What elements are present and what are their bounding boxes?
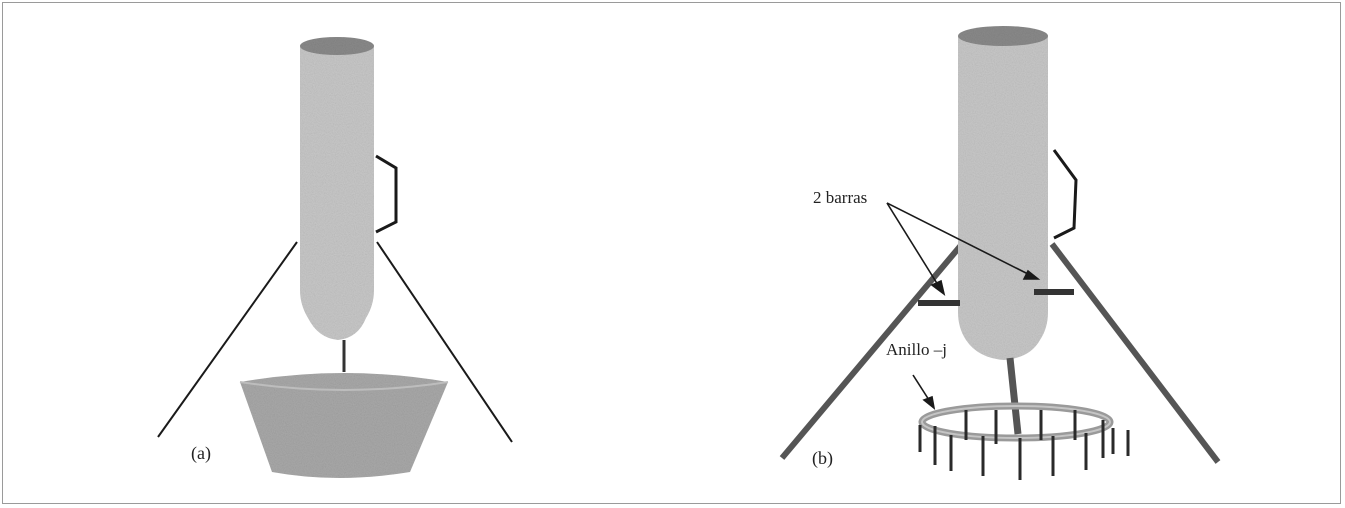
label-a: (a)	[191, 443, 211, 464]
strut-right-b	[1049, 242, 1221, 464]
cylinder-body-a	[300, 46, 374, 340]
ring-label: Anillo –j	[886, 340, 947, 359]
arrow-head-right	[1022, 269, 1041, 280]
arrow-to-left-bar	[886, 202, 939, 286]
cone-a	[240, 373, 448, 478]
handle-a	[375, 154, 398, 234]
rod-b	[1006, 357, 1022, 435]
ring-pins-b	[918, 410, 1130, 480]
cylinder-top-a	[300, 37, 374, 55]
figure-b: 2 barras Anillo –j (b)	[779, 26, 1221, 480]
arrow-head-ring	[922, 395, 936, 410]
cylinder-body-b	[958, 36, 1048, 360]
bars-pointer-arrows	[886, 202, 1041, 296]
arrow-to-ring	[912, 374, 930, 401]
label-b: (b)	[812, 448, 833, 469]
arrow-head-left	[930, 279, 946, 296]
leg-left-a	[157, 241, 298, 438]
cylinder-top-b	[958, 26, 1048, 46]
leg-right-a	[376, 241, 513, 443]
arrow-to-right-bar	[886, 202, 1029, 275]
handle-b	[1052, 149, 1078, 240]
figure-a: (a)	[157, 37, 513, 478]
bars-label: 2 barras	[813, 188, 867, 207]
strut-left-b	[779, 242, 965, 460]
ring-pointer-arrow	[912, 374, 936, 410]
